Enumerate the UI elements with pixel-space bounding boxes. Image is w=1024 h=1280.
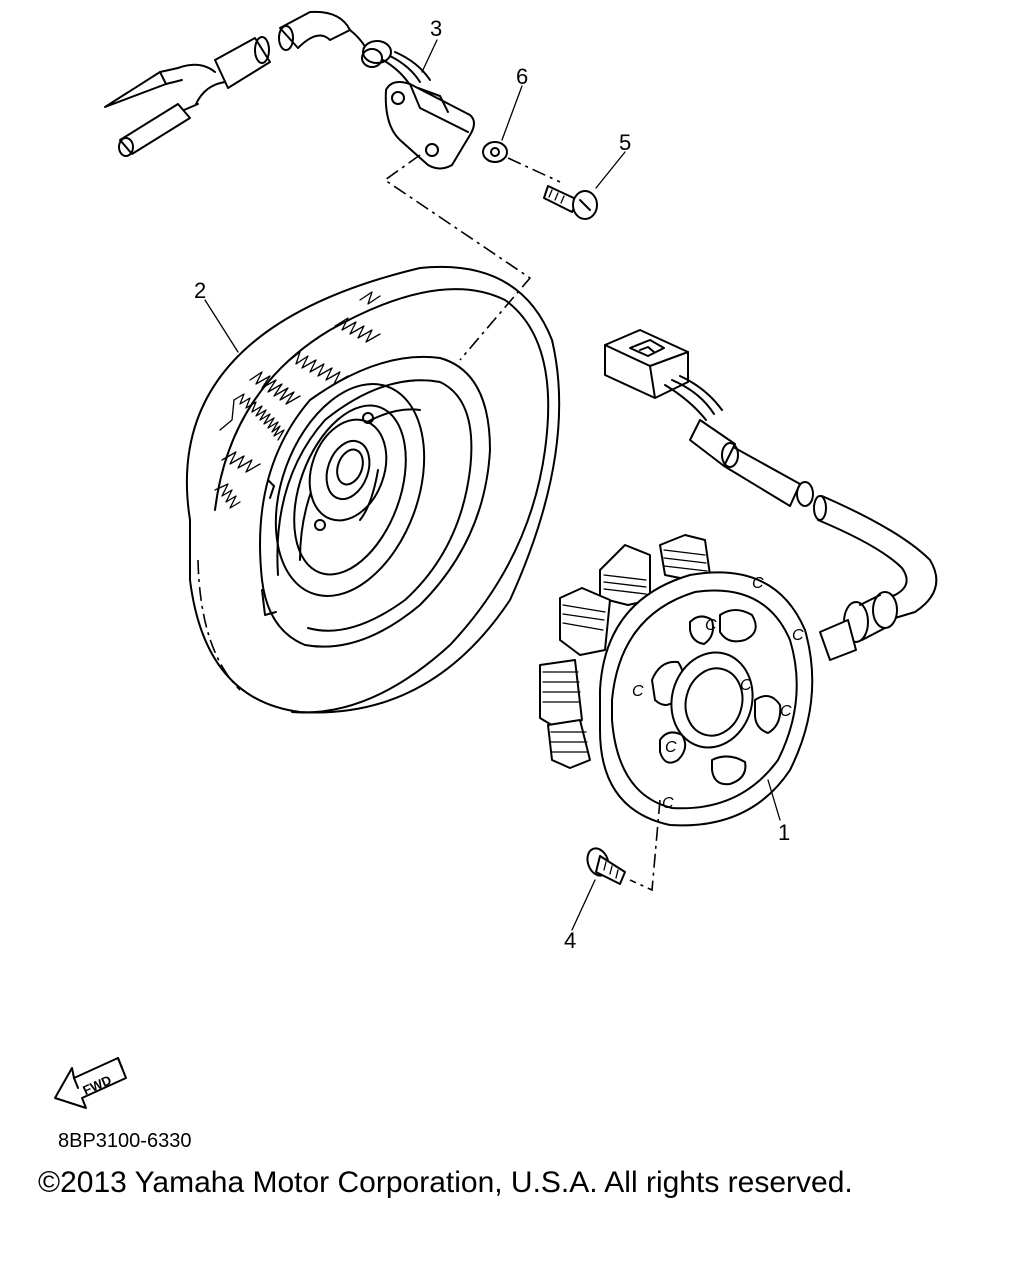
stator-mark-c: C (665, 739, 677, 756)
stator-mark-c: C (662, 795, 674, 812)
fwd-arrow-icon: FWD (54, 1057, 127, 1109)
washer-part-6 (482, 141, 561, 183)
callout-3: 3 (430, 16, 442, 41)
stator-mark-c: C (752, 575, 764, 592)
screw-part-4 (586, 847, 626, 885)
leader-lines (204, 39, 781, 931)
stator-mark-c: C (740, 677, 752, 694)
stator-mark-c: C (792, 627, 804, 644)
callout-1: 1 (778, 820, 790, 845)
stator-mark-c: C (780, 703, 792, 720)
callout-labels: 3 6 5 2 1 4 (194, 16, 790, 953)
part-code: 8BP3100-6330 (58, 1130, 192, 1152)
stator-mark-c: C (632, 683, 644, 700)
stator-mark-c: C (705, 617, 717, 634)
callout-6: 6 (516, 64, 528, 89)
callout-5: 5 (619, 130, 631, 155)
pulser-coil-part-3 (104, 10, 532, 361)
flywheel-part-2 (185, 266, 561, 714)
callout-4: 4 (564, 928, 576, 953)
copyright-notice: ©2013 Yamaha Motor Corporation, U.S.A. A… (38, 1166, 853, 1199)
bolt-part-5 (543, 185, 598, 220)
callout-2: 2 (194, 278, 206, 303)
stator-part-1: C C C C C C C C (539, 329, 938, 892)
